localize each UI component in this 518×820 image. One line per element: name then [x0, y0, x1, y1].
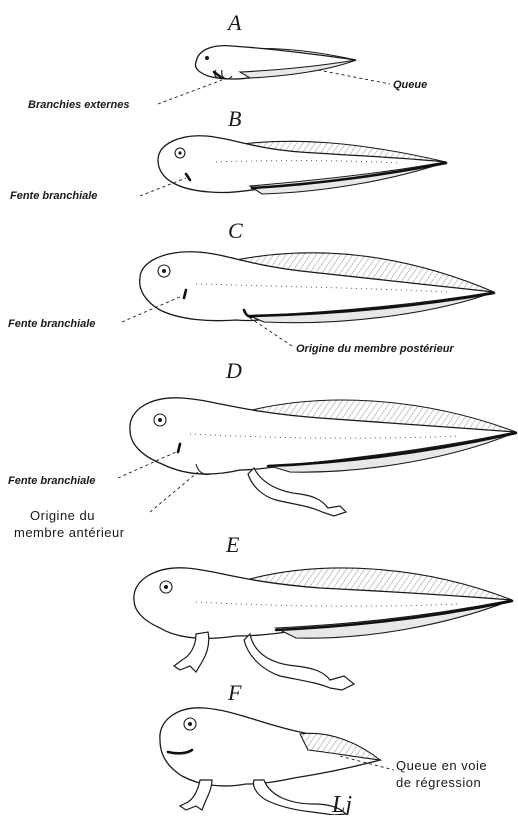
label-queue-regression-1: Queue en voie [396, 758, 487, 773]
label-branchies-externes: Branchies externes [28, 99, 130, 111]
leader-queue [318, 70, 390, 84]
label-origine-membre-anterieur-2: membre antérieur [14, 525, 125, 540]
label-queue-regression-2: de régression [396, 775, 481, 790]
stage-a-eye [205, 56, 209, 60]
stage-letter-b: B [228, 106, 241, 131]
label-queue: Queue [393, 79, 427, 91]
leader-branchies-externes [158, 80, 222, 104]
label-fente-branchiale-d: Fente branchiale [8, 475, 95, 487]
stage-c: C Fente branchiale Origine du membre pos… [8, 218, 494, 355]
stage-f-forelimb [180, 780, 212, 810]
stage-letter-a: A [226, 10, 242, 35]
stage-e-hindlimb [244, 634, 354, 690]
stage-d: D Fente branchiale Origine du membre ant… [8, 358, 516, 540]
stage-letter-c: C [228, 218, 243, 243]
stage-d-hindlimb [248, 468, 346, 516]
label-origine-membre-anterieur-1: Origine du [30, 508, 95, 523]
artist-signature: Lj [331, 792, 352, 815]
leader-origine-anterieur [150, 472, 198, 512]
stage-b: B Fente branchiale [10, 106, 446, 202]
stage-letter-d: D [225, 358, 242, 383]
stage-a: A Queue Branchies externes [28, 10, 427, 111]
label-origine-membre-posterieur: Origine du membre postérieur [296, 343, 454, 355]
label-fente-branchiale-c: Fente branchiale [8, 318, 95, 330]
stage-letter-f: F [227, 680, 242, 705]
stage-f: F Queue en voie de régression Lj [160, 680, 487, 815]
stage-letter-e: E [225, 532, 240, 557]
label-fente-branchiale-b: Fente branchiale [10, 190, 97, 202]
stage-e: E [134, 532, 512, 690]
